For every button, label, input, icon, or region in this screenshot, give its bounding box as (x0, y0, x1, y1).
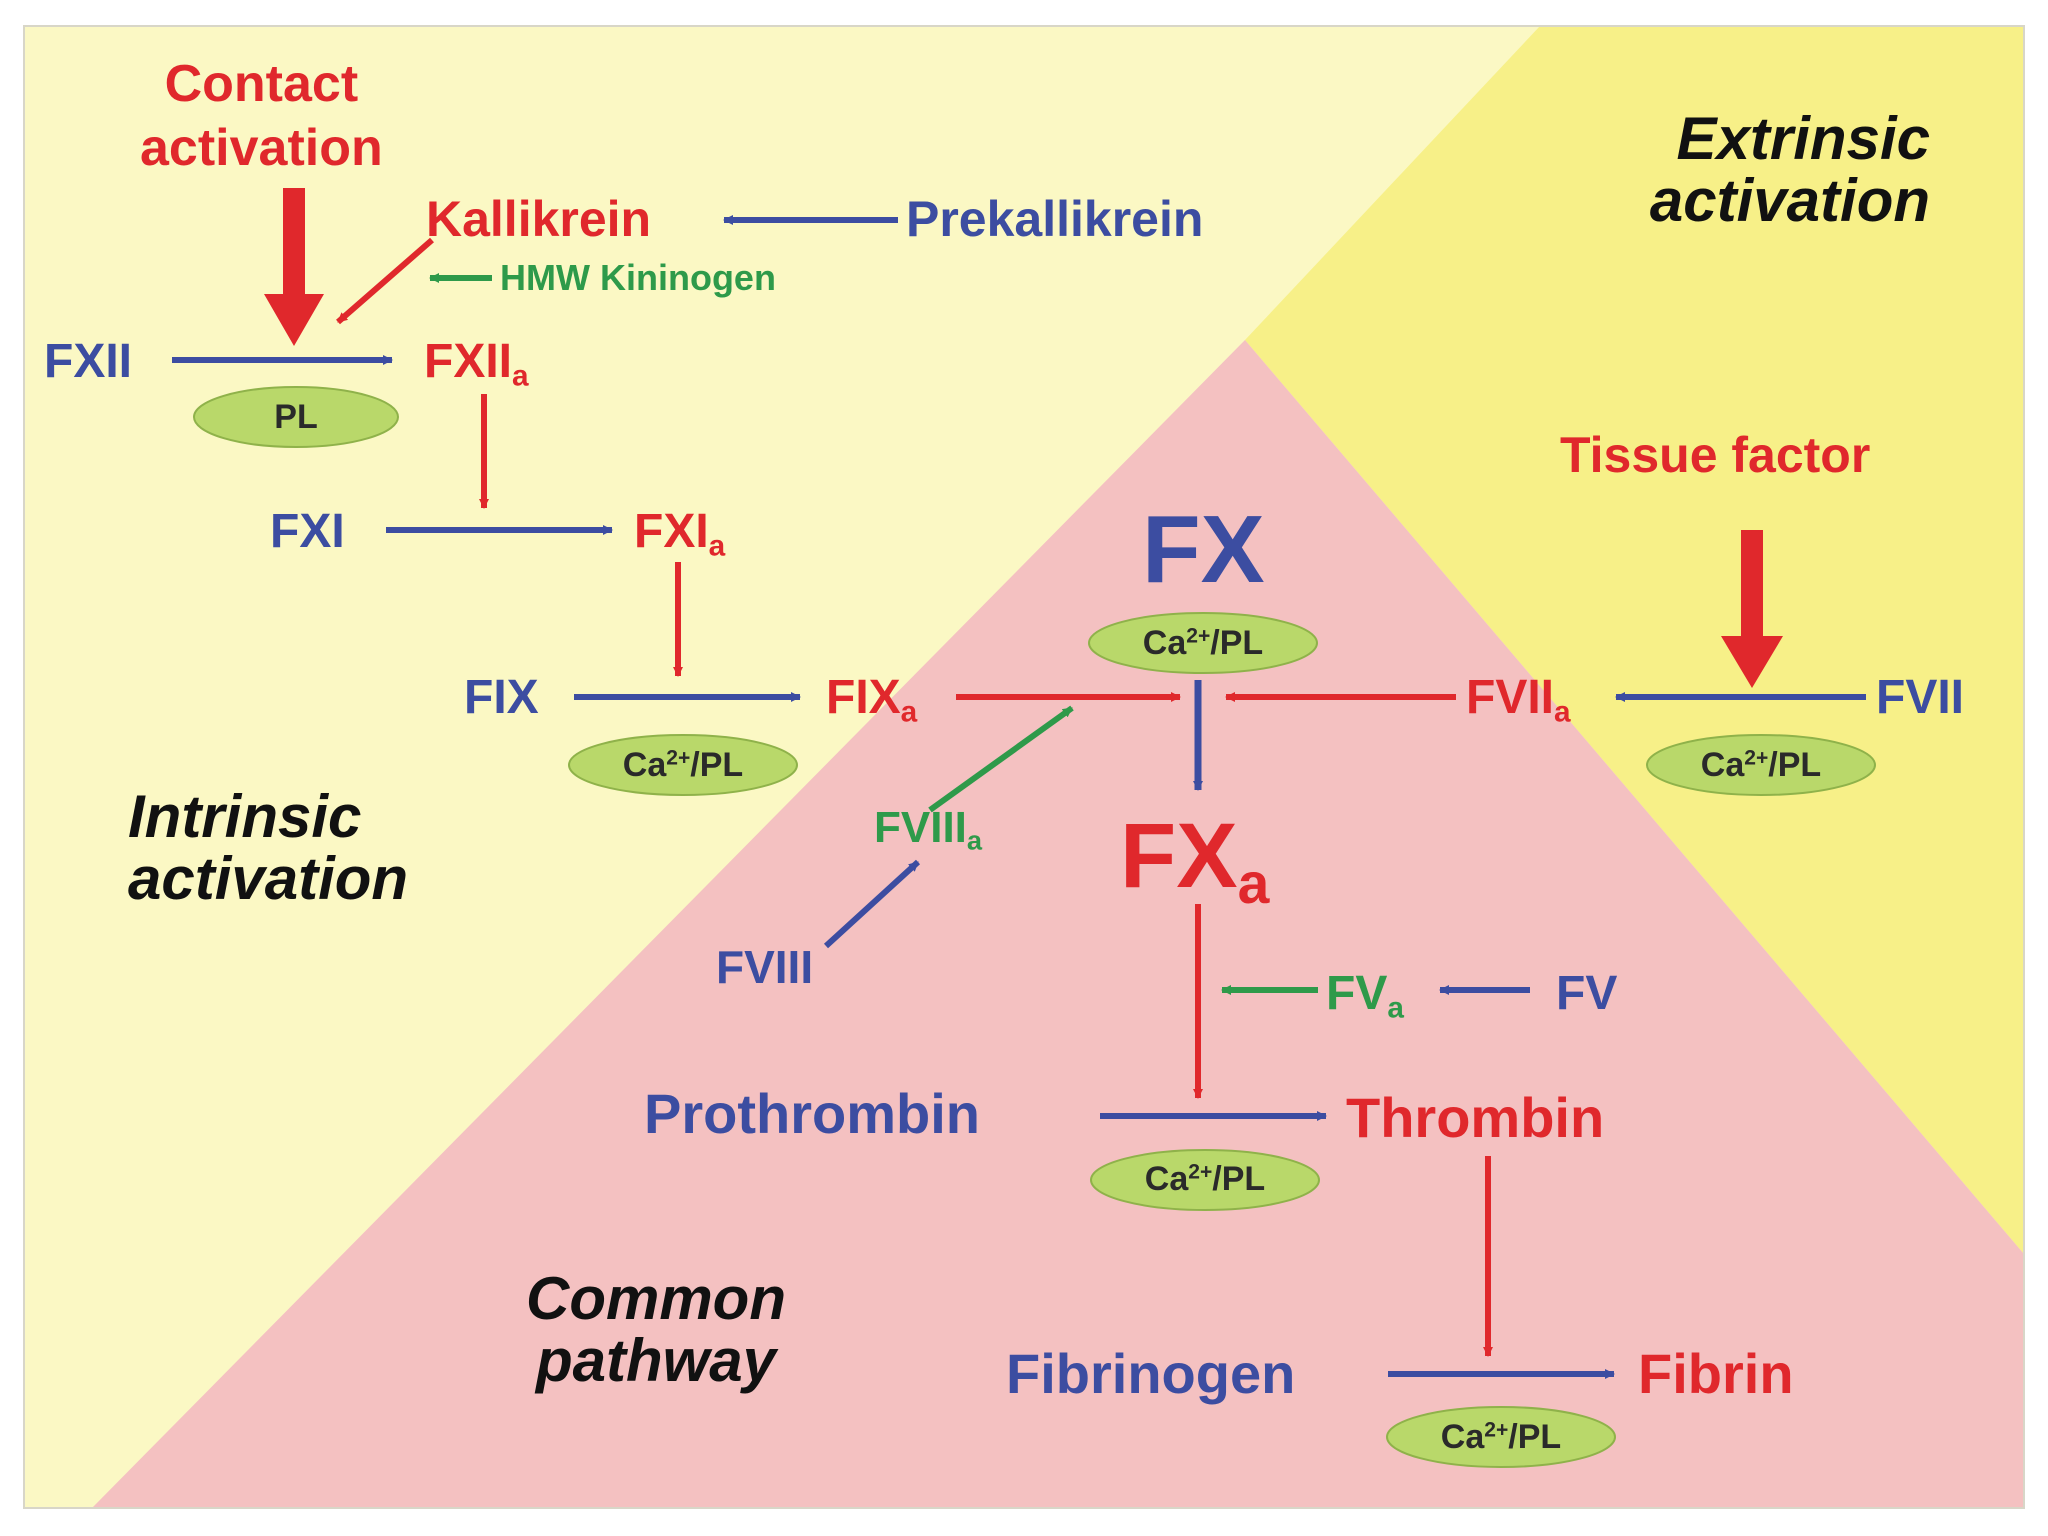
extrinsic-region (1245, 26, 2024, 1254)
diagram-border (23, 25, 2025, 1509)
ca-pl-cofactor-fvii: Ca2+/PL (1700, 746, 1822, 784)
fibrinogen-label: Fibrinogen (1006, 1342, 1296, 1405)
fviiia-to-fixa-arrow (928, 705, 1074, 813)
contact-activation-label: Contact activation (140, 55, 383, 177)
ca-pl-oval-fibrinogen (1386, 1406, 1616, 1468)
tissue-factor-arrow (1721, 530, 1783, 688)
fx-label: FX (1142, 496, 1265, 603)
extrinsic-activation-label: Extrinsic activation (1649, 105, 1930, 234)
pl-oval (193, 386, 399, 448)
intrinsic-activation-label: Intrinsic activation (128, 783, 409, 912)
pl-cofactor-fxii: PL (274, 398, 318, 436)
fxii-label: FXII (44, 335, 133, 388)
tissue-factor-label: Tissue factor (1560, 427, 1871, 483)
common-pathway-label: Common pathway (526, 1265, 786, 1394)
thrombin-label: Thrombin (1346, 1086, 1605, 1149)
ca-pl-cofactor-fx: Ca2+/PL (1142, 624, 1264, 662)
prekallikrein-label: Prekallikrein (906, 191, 1204, 247)
hmw-kininogen-label: HMW Kininogen (500, 257, 776, 298)
fxia-label: FXIa (634, 505, 726, 563)
ca-pl-oval-fix (568, 734, 798, 796)
ca-pl-oval-fvii (1646, 734, 1876, 796)
fviii-to-fviiia-arrow (823, 859, 921, 949)
fvii-label: FVII (1876, 671, 1965, 724)
ca-pl-cofactor-fibrinogen: Ca2+/PL (1440, 1418, 1562, 1456)
fxi-label: FXI (270, 505, 345, 558)
fviii-label: FVIII (716, 941, 814, 993)
ca-pl-oval-prothrombin (1090, 1149, 1320, 1211)
prothrombin-label: Prothrombin (644, 1082, 980, 1145)
common-pathway-region (92, 340, 2024, 1508)
fviiia-label: FVIIIa (874, 803, 983, 856)
fix-label: FIX (464, 671, 539, 724)
fxiia-label: FXIIa (424, 335, 529, 393)
fixa-label: FIXa (826, 671, 918, 729)
fva-label: FVa (1326, 967, 1404, 1025)
ca-pl-cofactor-prothrombin: Ca2+/PL (1144, 1160, 1266, 1198)
ca-pl-oval-fx (1088, 612, 1318, 674)
fxa-label: FXa (1120, 805, 1270, 916)
kallikrein-to-fxii-arrow (336, 237, 434, 325)
fv-label: FV (1556, 967, 1618, 1020)
ca-pl-cofactor-fix: Ca2+/PL (622, 746, 744, 784)
fviia-label: FVIIa (1466, 671, 1571, 729)
fibrin-label: Fibrin (1638, 1342, 1794, 1405)
contact-activation-arrow (264, 188, 324, 346)
kallikrein-label: Kallikrein (426, 191, 652, 247)
